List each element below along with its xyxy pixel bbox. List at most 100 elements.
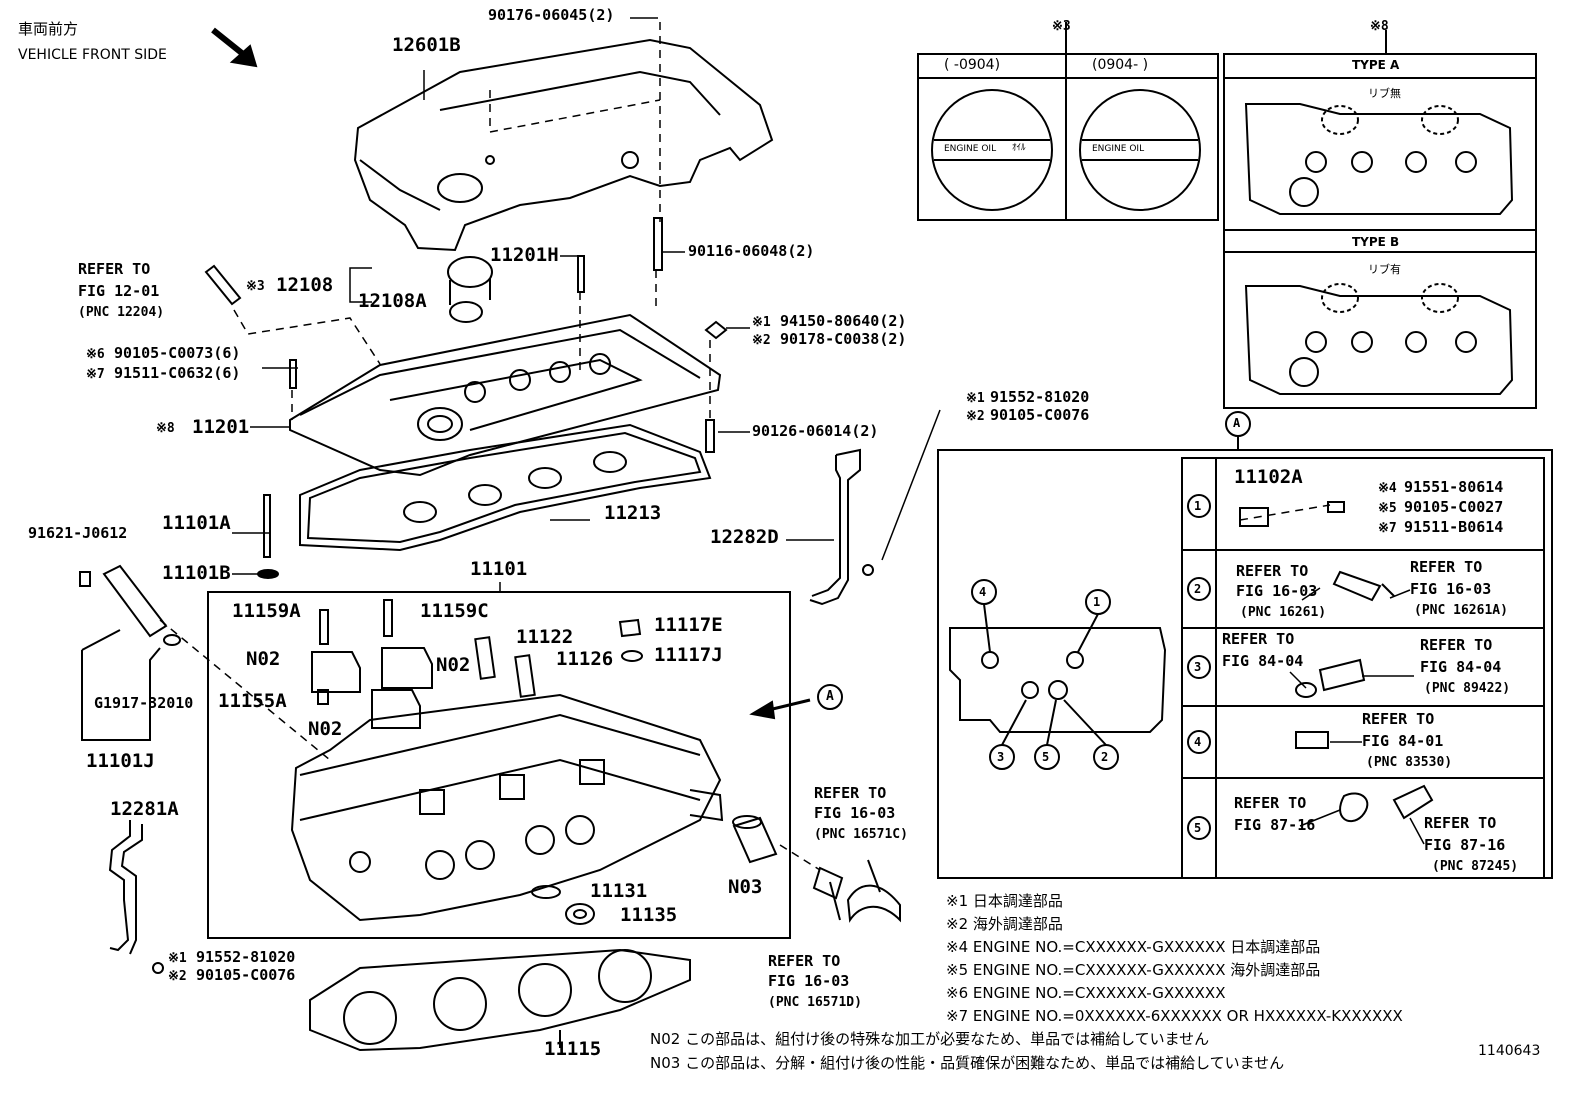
part-label[interactable]: N02 [308, 718, 343, 740]
vehicle-front-label-en: VEHICLE FRONT SIDE [18, 47, 167, 63]
part-label[interactable]: 90105-C0076 [196, 966, 296, 984]
part-label[interactable]: 90105-C0027 [1404, 498, 1504, 516]
part-label[interactable]: 11201 [192, 416, 250, 438]
part-label[interactable]: 90105-C0076 [990, 406, 1090, 424]
row-number: 1 [1194, 499, 1202, 513]
refer-text: REFER TO [1424, 814, 1497, 832]
part-label[interactable]: 91511-C0632(6) [114, 364, 241, 382]
note-mark: ※7 [86, 367, 105, 382]
part-label[interactable]: N03 [728, 876, 763, 898]
detail-a-marker[interactable]: A [826, 689, 834, 704]
part-label[interactable]: N02 [436, 654, 471, 676]
part-label[interactable]: G1917-32010 [94, 694, 194, 712]
part-label[interactable]: 90126-06014(2) [752, 422, 879, 440]
refer-text: REFER TO [1410, 558, 1483, 576]
refer-text: REFER TO [1236, 562, 1309, 580]
refer-text[interactable]: FIG 84-04 [1420, 658, 1502, 676]
part-label[interactable]: 91552-81020 [196, 948, 296, 966]
part-label[interactable]: 11122 [516, 626, 574, 648]
refer-text[interactable]: FIG 16-03 [1236, 582, 1318, 600]
part-label[interactable]: N02 [246, 648, 281, 670]
refer-text: REFER TO [1222, 630, 1295, 648]
part-label[interactable]: 11131 [590, 880, 648, 902]
inset-3-col2: (0904- ) [1092, 57, 1149, 73]
note-mark: ※7 [1378, 521, 1397, 536]
part-label[interactable]: 11159C [420, 600, 489, 622]
part-label[interactable]: 91552-81020 [990, 388, 1090, 406]
oil-cap-text-jp: ｵｲﾙ [1012, 143, 1026, 153]
refer-text: REFER TO [1362, 710, 1435, 728]
refer-text[interactable]: FIG 84-01 [1362, 732, 1444, 750]
refer-text[interactable]: FIG 87-16 [1234, 816, 1316, 834]
type-b-label: TYPE B [1352, 235, 1400, 249]
part-label[interactable]: 11201H [490, 244, 559, 266]
note-mark: ※3 [246, 279, 265, 294]
refer-text[interactable]: FIG 16-03 [814, 804, 896, 822]
type-a-note: リブ無 [1368, 87, 1401, 100]
part-label[interactable]: 91551-80614 [1404, 478, 1504, 496]
part-label[interactable]: 90105-C0073(6) [114, 344, 241, 362]
part-label[interactable]: 11213 [604, 502, 662, 524]
part-label[interactable]: 11101 [470, 558, 528, 580]
part-label[interactable]: 11126 [556, 648, 614, 670]
note-mark: ※1 [752, 315, 771, 330]
refer-text: REFER TO [768, 952, 841, 970]
refer-text: (PNC 16571C) [814, 827, 908, 842]
figure-id: 1140643 [1478, 1043, 1541, 1059]
block-callout: 2 [1101, 750, 1109, 764]
refer-text[interactable]: FIG 16-03 [768, 972, 850, 990]
refer-text[interactable]: FIG 84-04 [1222, 652, 1304, 670]
part-label[interactable]: 12281A [110, 798, 179, 820]
footnote-n03: N03 この部品は、分解・組付け後の性能・品質確保が困難なため、単品では補給して… [650, 1054, 1285, 1072]
part-label[interactable]: 91511-B0614 [1404, 518, 1504, 536]
type-b-note: リブ有 [1368, 263, 1401, 276]
part-label[interactable]: 11159A [232, 600, 301, 622]
block-callout: 1 [1093, 595, 1101, 609]
inset-3-col1: ( -0904) [944, 57, 1001, 73]
note-line: ※6 ENGINE NO.=CXXXXXX-GXXXXXX [946, 984, 1226, 1002]
refer-text: (PNC 12204) [78, 305, 165, 320]
part-label[interactable]: 11135 [620, 904, 678, 926]
vehicle-front-label-jp: 車両前方 [18, 20, 79, 38]
part-label[interactable]: 11117J [654, 644, 723, 666]
note-mark: ※1 [168, 951, 187, 966]
note-line: ※2 海外調達部品 [946, 915, 1063, 933]
part-label[interactable]: 11101A [162, 512, 231, 534]
part-label[interactable]: 11102A [1234, 466, 1303, 488]
part-label[interactable]: 91621-J0612 [28, 524, 128, 542]
oil-cap-text: ENGINE OIL [944, 144, 997, 154]
refer-text[interactable]: FIG 12-01 [78, 282, 160, 300]
refer-text[interactable]: FIG 87-16 [1424, 836, 1506, 854]
block-callout: 3 [997, 750, 1005, 764]
refer-text: (PNC 16261A) [1414, 603, 1508, 618]
part-label[interactable]: 11101B [162, 562, 231, 584]
block-callout: 4 [979, 585, 987, 599]
refer-text: REFER TO [1234, 794, 1307, 812]
note-line: ※4 ENGINE NO.=CXXXXXX-GXXXXXX 日本調達部品 [946, 938, 1321, 956]
refer-text: (PNC 87245) [1432, 859, 1519, 874]
part-label[interactable]: 12108A [358, 290, 427, 312]
part-label[interactable]: 90116-06048(2) [688, 242, 815, 260]
part-label[interactable]: 12601B [392, 34, 461, 56]
part-label[interactable]: 11117E [654, 614, 723, 636]
note-mark: ※5 [1378, 501, 1397, 516]
note-mark: ※1 [966, 391, 985, 406]
part-label[interactable]: 12282D [710, 526, 779, 548]
refer-text: (PNC 89422) [1424, 681, 1511, 696]
block-callout: 5 [1042, 750, 1050, 764]
inset-8-title: ※8 [1370, 19, 1389, 34]
part-label[interactable]: 12108 [276, 274, 334, 296]
part-label[interactable]: 11101J [86, 750, 155, 772]
oil-cap-text: ENGINE OIL [1092, 144, 1145, 154]
part-label[interactable]: 11115 [544, 1038, 602, 1060]
part-label[interactable]: 94150-80640(2) [780, 312, 907, 330]
part-label[interactable]: 90178-C0038(2) [780, 330, 907, 348]
part-label[interactable]: 90176-06045(2) [488, 6, 615, 24]
note-mark: ※6 [86, 347, 105, 362]
note-line: ※1 日本調達部品 [946, 892, 1063, 910]
part-label[interactable]: 11155A [218, 690, 287, 712]
refer-text[interactable]: FIG 16-03 [1410, 580, 1492, 598]
refer-text: (PNC 16261) [1240, 605, 1327, 620]
